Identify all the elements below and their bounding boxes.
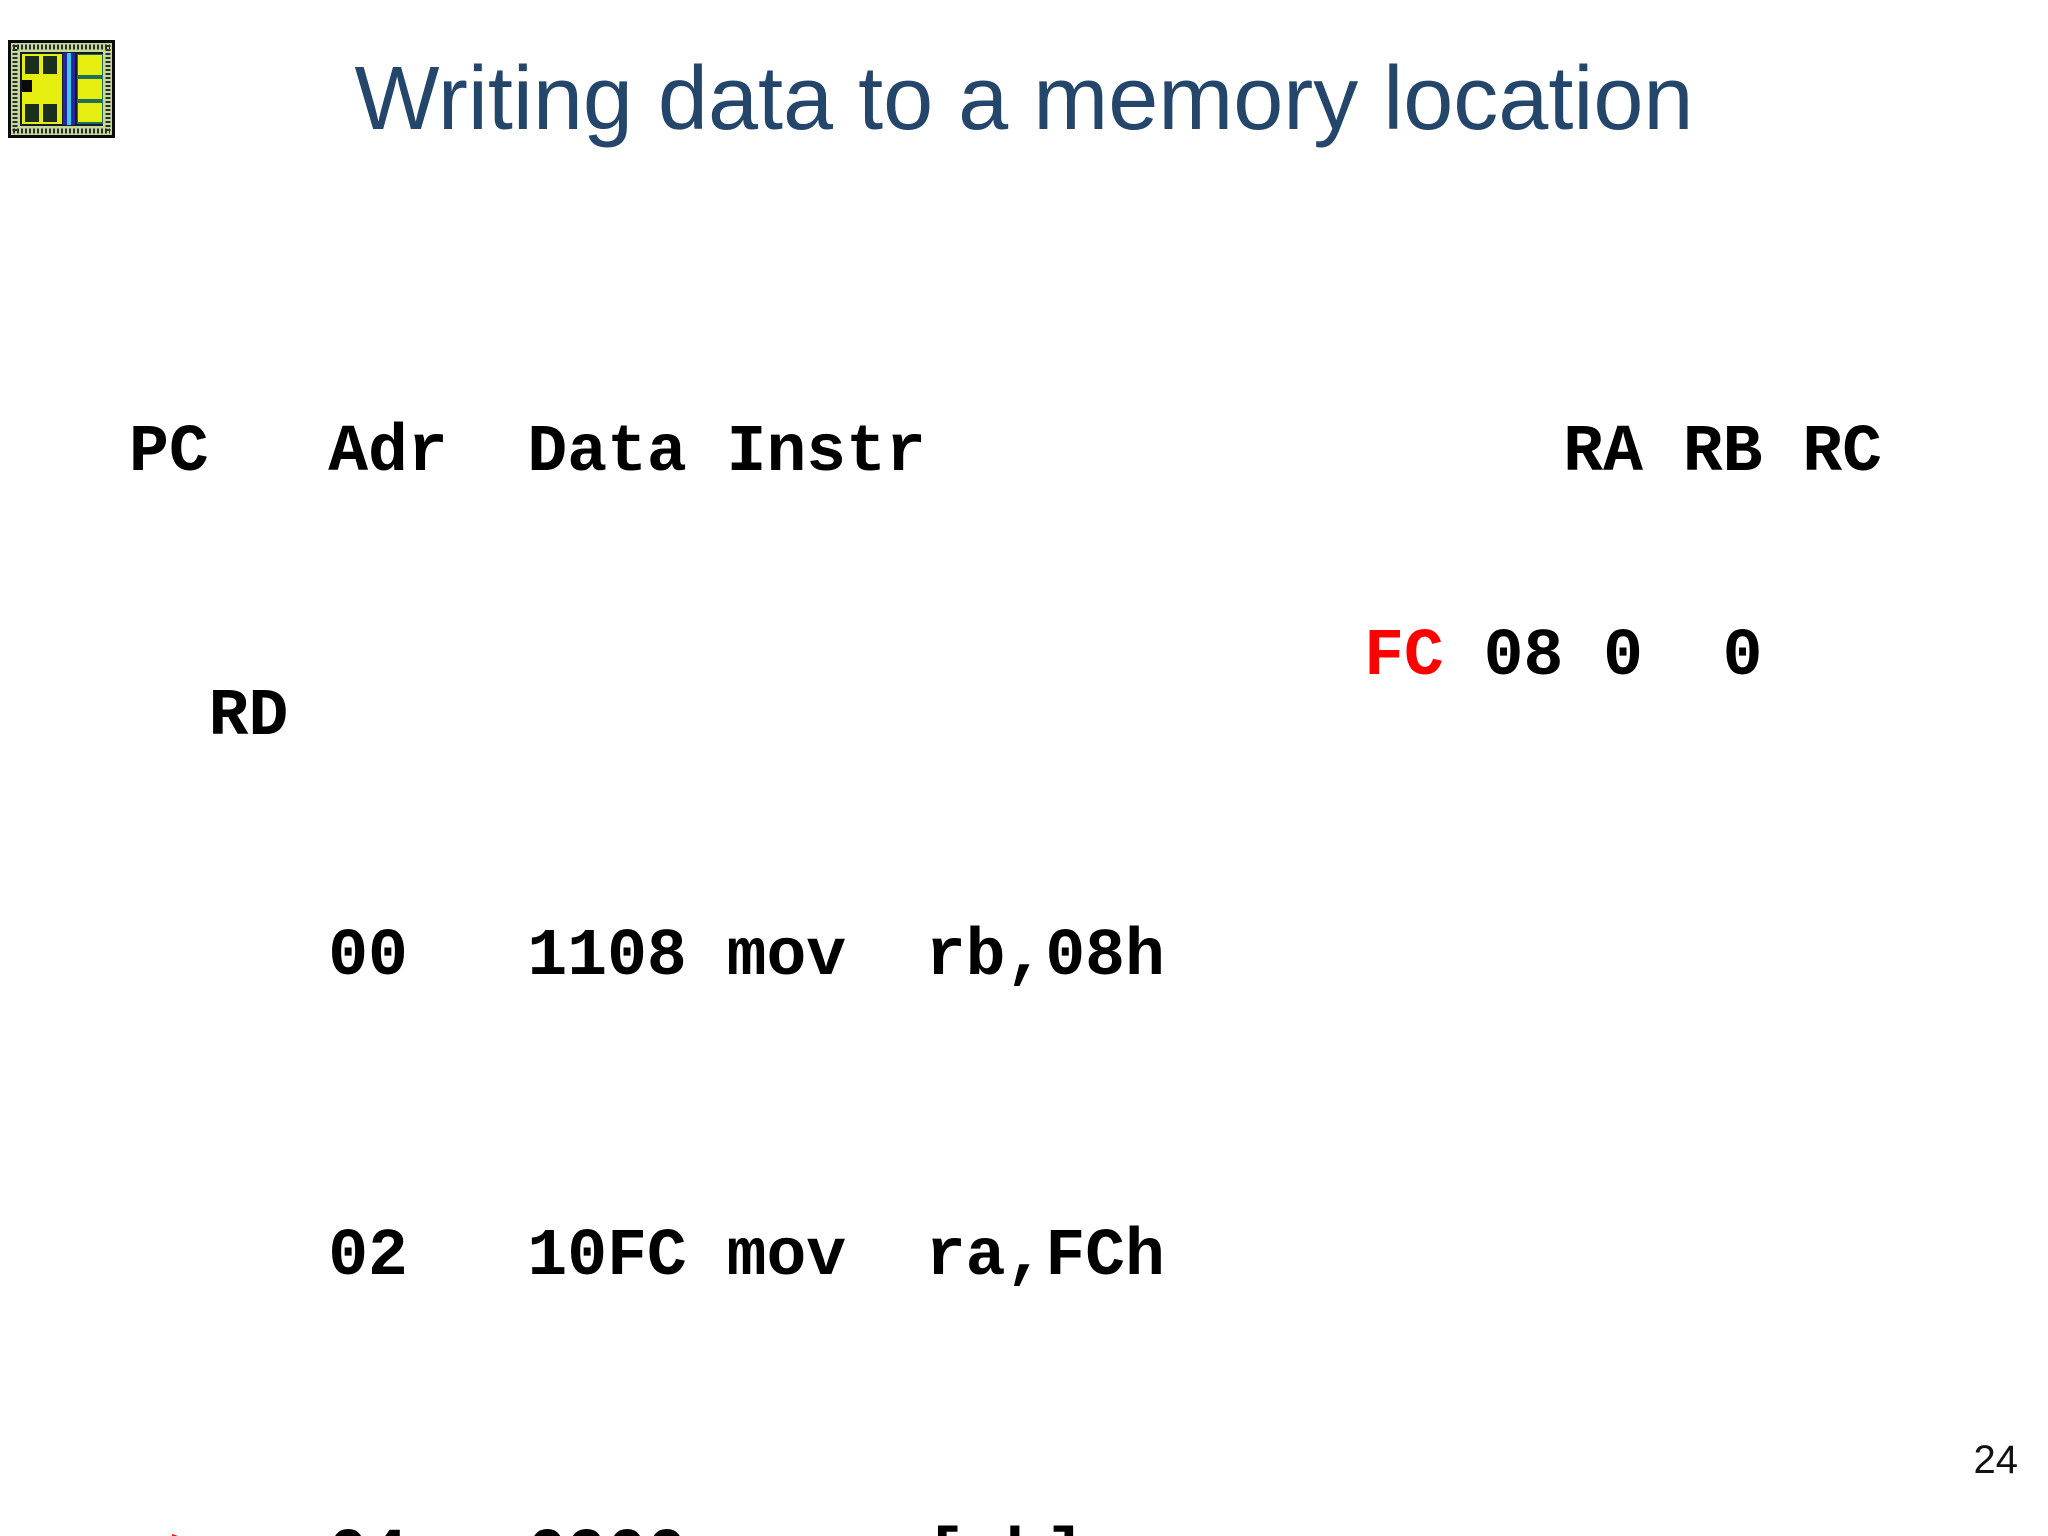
memory-columns-label: PC Adr Data Instr — [129, 415, 926, 490]
register-columns-label: RA RB RC — [1563, 415, 1883, 490]
listing-header: PC Adr Data Instr RA RB RC RD — [129, 233, 1882, 937]
page-number: 24 — [1973, 1438, 2019, 1482]
memory-row-04: -> 04 0900 mov [rb],ra — [129, 1507, 1763, 1536]
rd-label: RD — [129, 679, 289, 754]
memory-row-00: 00 1108 mov rb,08h — [129, 919, 1165, 994]
memory-row-02: 02 10FC mov ra,FCh — [129, 1219, 1165, 1294]
register-values-row: FC 08 0 0 — [1364, 619, 1763, 694]
pc-arrow-icon: -> — [129, 1519, 209, 1536]
page-title: Writing data to a memory location — [354, 49, 1694, 149]
listing-header-columns: PC Adr Data Instr RA RB RC — [129, 409, 1882, 497]
ra-value-highlight: FC — [1364, 619, 1444, 694]
chip-die-icon — [8, 40, 115, 138]
listing-body: FC 08 0 0 00 1108 mov rb,08h 02 10FC mov… — [129, 407, 1763, 1536]
